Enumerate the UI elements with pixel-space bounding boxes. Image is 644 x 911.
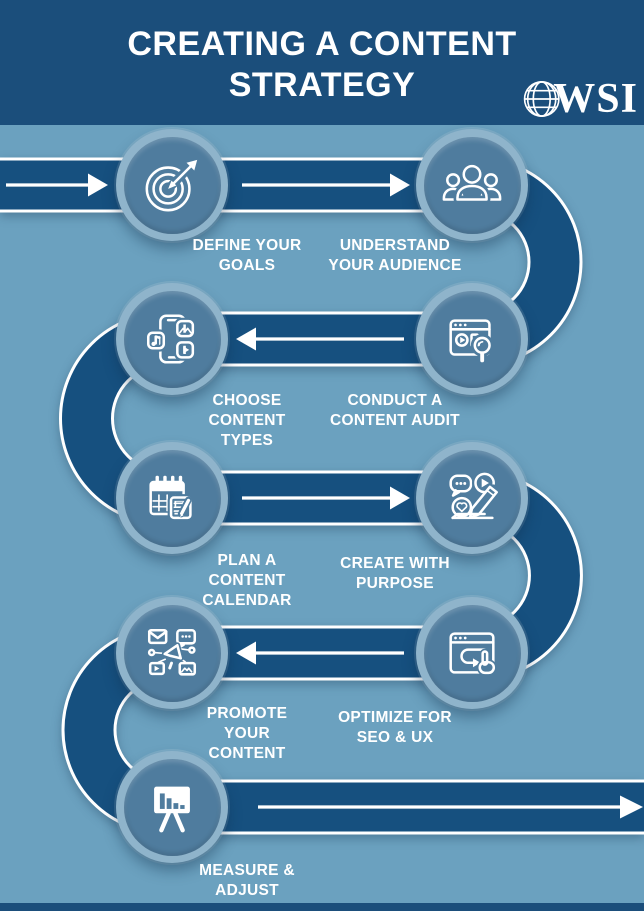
step-node-seo-ux (416, 597, 528, 709)
step-label-promote-content: PROMOTE YOUR CONTENT (206, 705, 288, 762)
step-label-understand-audience: UNDERSTAND YOUR AUDIENCE (328, 237, 462, 274)
arrow-right-1 (6, 173, 108, 197)
footer-bar (0, 903, 644, 911)
step-label-define-goals: DEFINE YOUR GOALS (192, 237, 302, 274)
measure-adjust-icon (154, 786, 190, 833)
wsi-logo: WSI (520, 75, 638, 123)
step-node-measure-adjust (116, 751, 228, 863)
step-node-define-goals (116, 129, 228, 241)
globe-icon (524, 81, 560, 117)
page-title: CREATING A CONTENT STRATEGY (0, 24, 644, 106)
arrow-right-6 (258, 795, 643, 819)
wsi-logo-text: WSI (553, 76, 638, 122)
step-node-understand-audience (416, 129, 528, 241)
promote-content-icon (147, 628, 197, 676)
step-label-content-calendar: PLAN A CONTENT CALENDAR (202, 552, 292, 609)
header-banner: CREATING A CONTENT STRATEGY WSI (0, 0, 644, 125)
seo-ux-icon (449, 632, 497, 676)
content-calendar-icon (149, 475, 194, 522)
step-label-measure-adjust: MEASURE & ADJUST (199, 862, 295, 899)
step-label-seo-ux: OPTIMIZE FOR SEO & UX (338, 709, 452, 746)
target-dart-icon (145, 159, 198, 212)
page-title-line1: CREATING A CONTENT (127, 25, 517, 63)
arrow-right-4 (242, 486, 410, 510)
create-purpose-icon (449, 470, 499, 520)
step-node-content-types (116, 283, 228, 395)
step-node-promote-content (116, 597, 228, 709)
audience-people-icon (442, 161, 502, 204)
arrow-right-2 (242, 173, 410, 197)
step-label-create-purpose: CREATE WITH PURPOSE (340, 555, 450, 592)
arrow-left-5 (236, 641, 404, 665)
step-node-create-purpose (416, 442, 528, 554)
step-node-content-audit (416, 283, 528, 395)
content-audit-icon (449, 319, 494, 365)
arrow-left-3 (236, 327, 404, 351)
step-node-content-calendar (116, 442, 228, 554)
content-types-icon (144, 314, 197, 364)
step-label-content-types: CHOOSE CONTENT TYPES (208, 392, 286, 449)
step-label-content-audit: CONDUCT A CONTENT AUDIT (330, 392, 460, 429)
page-title-line2: STRATEGY (228, 66, 416, 104)
